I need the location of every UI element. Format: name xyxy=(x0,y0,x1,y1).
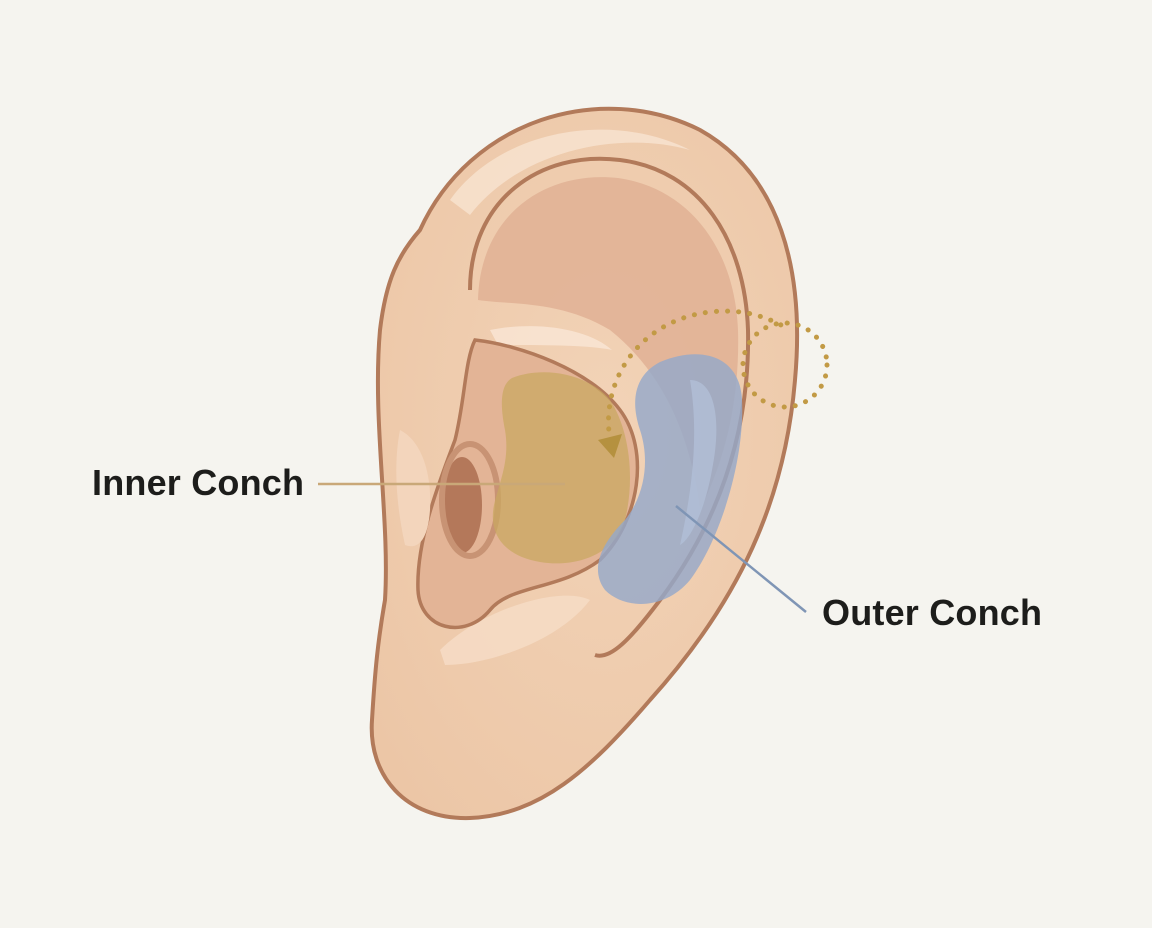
rotation-path xyxy=(606,308,793,443)
inner-conch-region xyxy=(492,372,630,564)
outer-conch-leader xyxy=(675,505,807,613)
outer-conch-label: Outer Conch xyxy=(822,592,1043,633)
outer-conch-sheen xyxy=(680,380,717,545)
helix-highlight xyxy=(450,129,690,215)
tragus xyxy=(396,430,431,547)
inner-conch-label: Inner Conch xyxy=(92,462,305,503)
antihelix-highlight xyxy=(490,326,612,350)
rotation-arrow-icon xyxy=(598,434,622,458)
lobe-highlight xyxy=(440,595,590,665)
scapha-shadow xyxy=(478,177,739,510)
rotation-loop xyxy=(740,320,830,410)
ear-canal xyxy=(442,457,482,553)
